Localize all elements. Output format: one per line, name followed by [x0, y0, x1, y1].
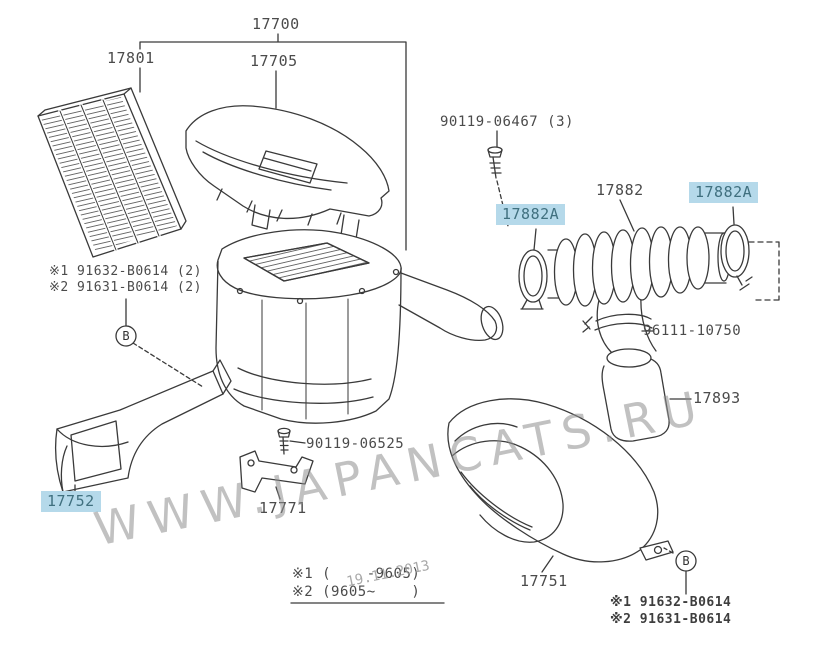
label-17700[interactable]: 17700	[252, 15, 300, 33]
note-top-line2: ※2 91631-B0614 (2)	[49, 280, 202, 295]
note-bottom-line2: ※2 91631-B0614	[610, 612, 732, 627]
label-17882[interactable]: 17882	[596, 181, 644, 199]
bolt-90119-06525	[277, 427, 291, 455]
dashed-continuation	[748, 241, 780, 301]
inlet-assembly-17751	[447, 398, 674, 563]
label-90119-06525[interactable]: 90119-06525	[306, 436, 405, 452]
marker-b-bottom	[675, 550, 697, 572]
label-17882a-left[interactable]: 17882A	[496, 204, 566, 226]
label-17751[interactable]: 17751	[520, 572, 568, 590]
label-17705[interactable]: 17705	[250, 52, 298, 70]
leader-bracket-17700	[139, 33, 407, 251]
label-96111-10750[interactable]: 96111-10750	[643, 323, 742, 339]
outlet-elbow	[596, 296, 657, 354]
label-90119-06467[interactable]: 90119-06467 (3)	[440, 114, 574, 130]
legend-line1: ※1 ( -9605)	[292, 566, 421, 582]
label-17893[interactable]: 17893	[693, 389, 741, 407]
cap-17705	[185, 105, 390, 240]
marker-b-bottom-letter: B	[682, 554, 689, 568]
label-17882a-right[interactable]: 17882A	[689, 182, 759, 204]
marker-b-top-letter: B	[122, 329, 129, 343]
bellows-hose-17882	[547, 226, 731, 307]
bracket-17771	[239, 450, 314, 493]
bolt-90119-06467	[487, 146, 509, 227]
legend-line2: ※2 (9605~ )	[292, 584, 421, 600]
label-17771[interactable]: 17771	[259, 499, 307, 517]
marker-b-top	[115, 325, 137, 347]
duct-17752	[55, 359, 232, 493]
case-body	[215, 229, 504, 424]
leader-lines	[74, 130, 735, 595]
note-top-line1: ※1 91632-B0614 (2)	[49, 264, 202, 279]
clamp-17882A-right	[720, 224, 753, 291]
note-bottom-line1: ※1 91632-B0614	[610, 595, 732, 610]
label-17752[interactable]: 17752	[41, 491, 101, 513]
filter-element-17801	[37, 87, 187, 258]
resonator-17893	[601, 348, 670, 442]
hose-clamp-96111	[582, 313, 653, 333]
label-17801[interactable]: 17801	[107, 49, 155, 67]
clamp-17882A-left	[518, 249, 548, 310]
